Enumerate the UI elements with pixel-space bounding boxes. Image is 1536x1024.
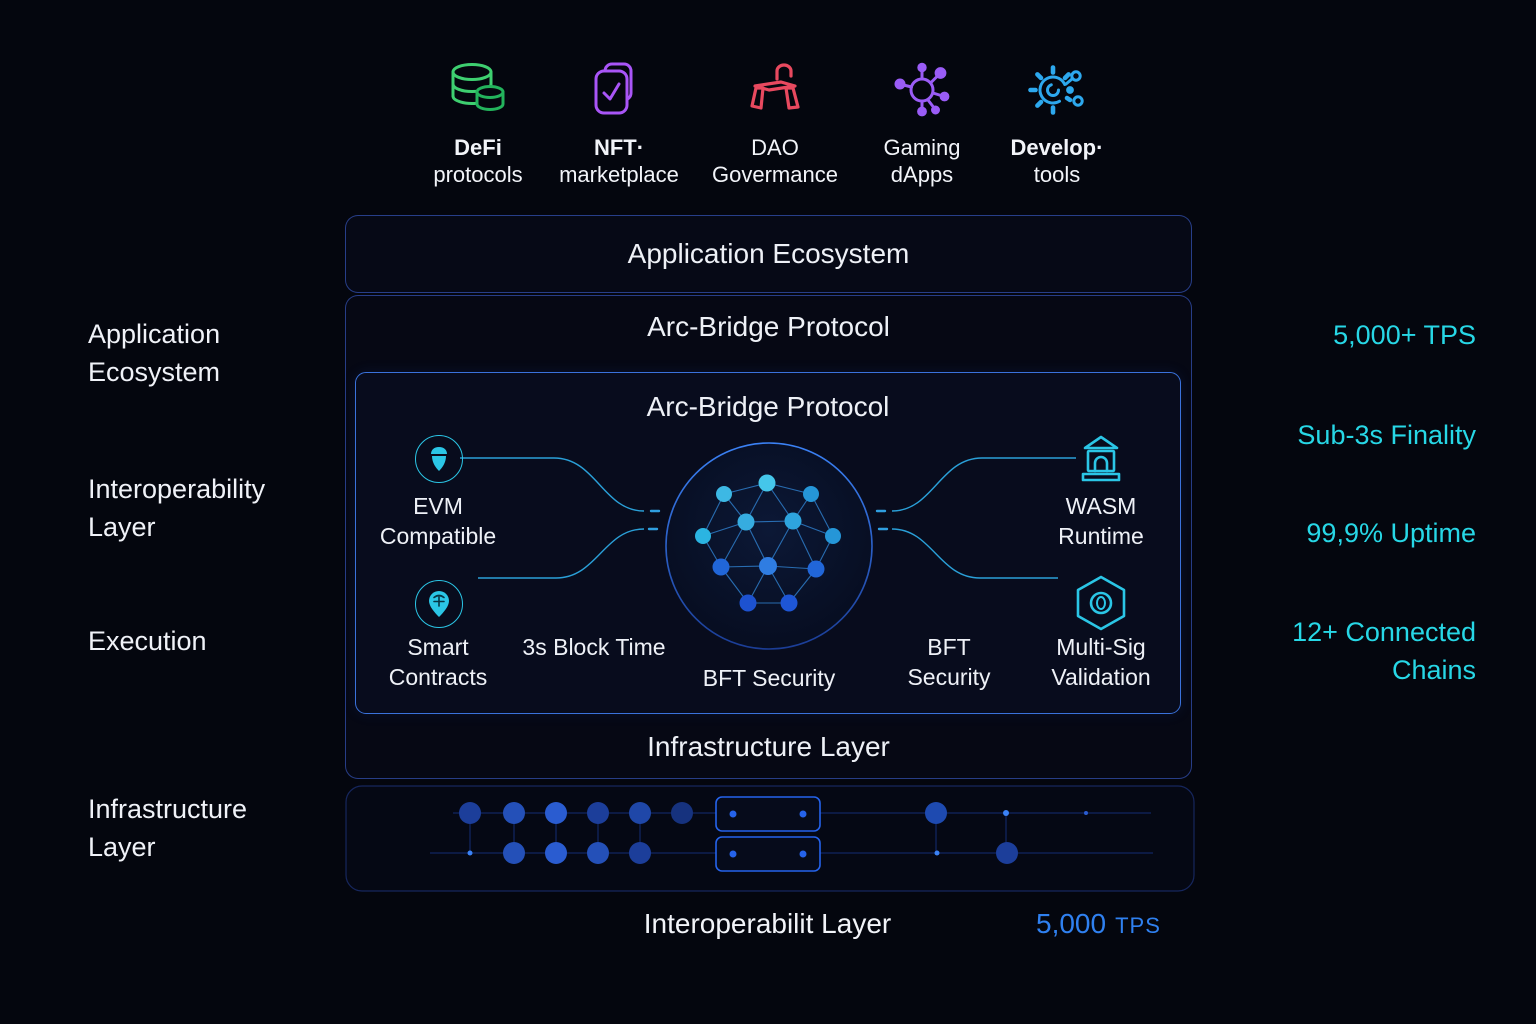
application-ecosystem-title: Application Ecosystem <box>627 238 910 269</box>
bft-security-center-label: BFT Security <box>702 665 836 691</box>
app-icon-nft: NFT· marketplace <box>534 56 704 188</box>
app-icon-label: NFT· marketplace <box>559 135 679 187</box>
bank-icon <box>1081 435 1121 482</box>
nft-checkmark-document-icon <box>594 62 633 115</box>
tps-unit: TPS <box>1115 913 1161 938</box>
brain-pin-icon <box>429 591 449 617</box>
smart-contracts-node-circle <box>415 580 463 628</box>
mesh-network-icon <box>665 442 873 650</box>
stat-uptime: 99,9% Uptime <box>1306 518 1476 548</box>
footer-tps-stat: 5,000 TPS <box>1036 908 1161 940</box>
app-icon-label: DeFi protocols <box>433 135 523 187</box>
circuit-board-graphic <box>345 785 1195 892</box>
stat-finality: Sub-3s Finality <box>1297 420 1476 450</box>
arc-bridge-header-title: Arc-Bridge Protocol <box>647 311 890 342</box>
stat-tps: 5,000+ TPS <box>1333 320 1476 350</box>
wasm-node <box>1075 433 1127 492</box>
tps-value: 5,000 <box>1036 908 1107 939</box>
app-icon-label: DAO Govermance <box>712 135 838 187</box>
interoperability-layer-title: Interoperabilit Layer <box>643 908 892 939</box>
layer-label-execution: Execution <box>88 626 207 656</box>
app-icon-defi: DeFi protocols <box>393 56 563 188</box>
dao-structure-icon <box>750 63 800 110</box>
network-nodes-icon <box>894 62 950 117</box>
arc-bridge-inner-box: Arc-Bridge Protocol <box>355 372 1181 714</box>
arc-bridge-outer-box: Arc-Bridge Protocol Infrastructure Layer… <box>345 295 1192 779</box>
gear-tools-icon <box>1028 65 1084 115</box>
arc-bridge-inner-title: Arc-Bridge Protocol <box>646 391 890 422</box>
multisig-node <box>1074 574 1128 637</box>
app-icon-label: Develop· tools <box>1010 135 1104 187</box>
app-icon-gaming: Gaming dApps <box>837 56 1007 188</box>
hexagon-coin-icon <box>1076 575 1126 631</box>
stat-connected-chains: 12+ Connected Chains <box>1292 617 1476 685</box>
application-ecosystem-box: Application Ecosystem <box>345 215 1192 293</box>
infrastructure-layer-title: Infrastructure Layer <box>647 731 890 762</box>
app-icon-label: Gaming dApps <box>883 135 961 187</box>
database-coins-icon <box>451 63 505 111</box>
app-icon-dao: DAO Govermance <box>690 56 860 188</box>
block-time-label: 3s Block Time <box>522 634 666 660</box>
shield-acorn-icon <box>431 447 447 471</box>
app-icon-developer: Develop· tools <box>972 56 1142 188</box>
evm-node-circle <box>415 435 463 483</box>
